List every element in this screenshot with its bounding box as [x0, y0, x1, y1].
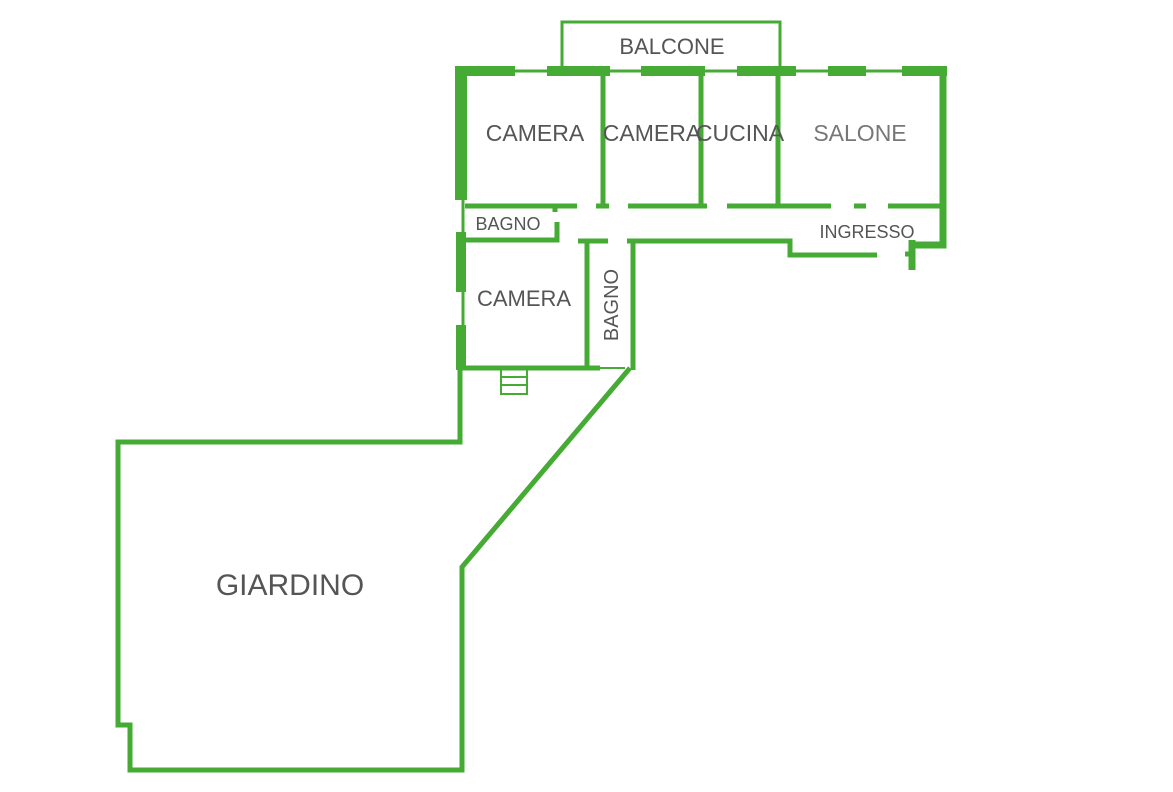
- room-label-ingresso: INGRESSO: [819, 222, 914, 242]
- room-label-camera: CAMERA: [486, 120, 585, 146]
- room-label-balcone: BALCONE: [619, 34, 724, 59]
- room-label-salone: SALONE: [813, 120, 906, 146]
- walls: [115, 20, 947, 773]
- room-label-cucina: CUCINA: [696, 120, 785, 146]
- room-label-camera: CAMERA: [603, 120, 702, 146]
- room-label-camera: CAMERA: [477, 286, 571, 311]
- room-label-giardino: GIARDINO: [216, 569, 364, 602]
- stairs-icon: [500, 368, 528, 395]
- room-label-bagno: BAGNO: [475, 214, 540, 234]
- room-label-bagno: BAGNO: [601, 269, 623, 341]
